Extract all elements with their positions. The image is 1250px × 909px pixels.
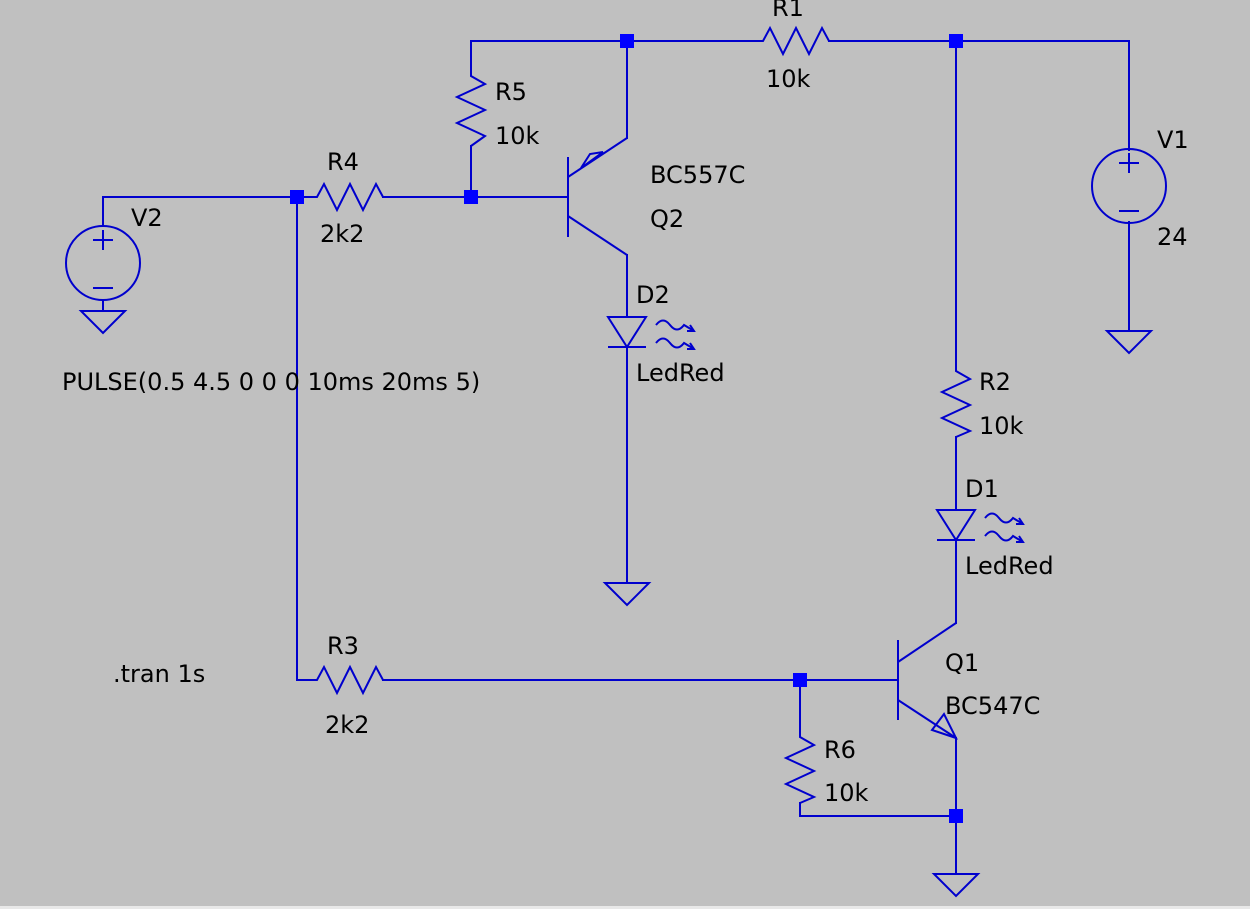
v2-ref: V2 [131,204,163,232]
tran-directive[interactable]: .tran 1s [113,660,205,688]
plus-icon [1119,153,1139,173]
v1-ref: V1 [1157,126,1189,154]
q1-emitter-arrow-icon [930,712,958,740]
resistor-r5[interactable]: R5 10k [454,66,540,150]
light-emission-icon [655,337,696,350]
wire-r6-bottom[interactable] [799,802,957,817]
window-bottom-edge [0,906,1250,909]
resistor-r1[interactable]: R1 10k [753,0,830,93]
r4-ref: R4 [327,148,359,176]
led-d1[interactable]: D1 LedRed [935,475,1054,580]
wire-left-vertical[interactable] [296,196,308,681]
light-emission-icon [655,319,696,332]
d2-ref: D2 [636,281,670,309]
ground-icon[interactable] [78,300,128,335]
junction-dot [464,190,478,204]
junctions [290,34,963,823]
light-emission-icon [984,530,1025,543]
r1-value: 10k [766,65,811,93]
ground-icon[interactable] [602,582,652,607]
resistor-r4[interactable]: R4 2k2 [307,148,384,248]
grounds [78,300,1154,898]
v1-value: 24 [1157,223,1188,251]
q1-ref: Q1 [945,649,979,677]
r3-value: 2k2 [325,711,369,739]
resistor-r6[interactable]: R6 10k [783,727,869,807]
q2-emitter-arrow-icon [580,151,604,169]
q2-ref: Q2 [650,205,684,233]
voltage-source-v2[interactable]: V2 PULSE(0.5 4.5 0 0 0 10ms 20ms 5) [62,204,480,396]
r2-value: 10k [979,412,1024,440]
r5-ref: R5 [495,78,527,106]
v2-value: PULSE(0.5 4.5 0 0 0 10ms 20ms 5) [62,368,480,396]
junction-dot [290,190,304,204]
q2-model: BC557C [650,161,745,189]
r4-value: 2k2 [320,220,364,248]
transistor-q1[interactable]: Q1 BC547C [897,622,1040,740]
junction-dot [949,34,963,48]
r6-value: 10k [824,779,869,807]
r1-ref: R1 [772,0,804,22]
transistor-q2[interactable]: BC557C Q2 [567,137,745,256]
q1-model: BC547C [945,692,1040,720]
r5-value: 10k [495,122,540,150]
r3-ref: R3 [327,632,359,660]
wire-top-right[interactable] [828,40,1130,151]
light-emission-icon [984,512,1025,525]
d1-ref: D1 [965,475,999,503]
d1-model: LedRed [965,552,1054,580]
ground-icon[interactable] [931,873,981,898]
junction-dot [620,34,634,48]
plus-icon [93,230,113,250]
resistor-r2[interactable]: R2 10k [939,361,1024,440]
wire-v2-top[interactable] [102,196,308,227]
junction-dot [949,809,963,823]
r2-ref: R2 [979,368,1011,396]
r6-ref: R6 [824,736,856,764]
resistor-r3[interactable]: R3 2k2 [307,632,384,739]
d2-model: LedRed [636,359,725,387]
led-d2[interactable]: D2 LedRed [606,281,725,387]
junction-dot [793,673,807,687]
wires [102,40,1130,875]
voltage-source-v1[interactable]: V1 24 [1091,126,1189,251]
ground-icon[interactable] [1104,330,1154,355]
